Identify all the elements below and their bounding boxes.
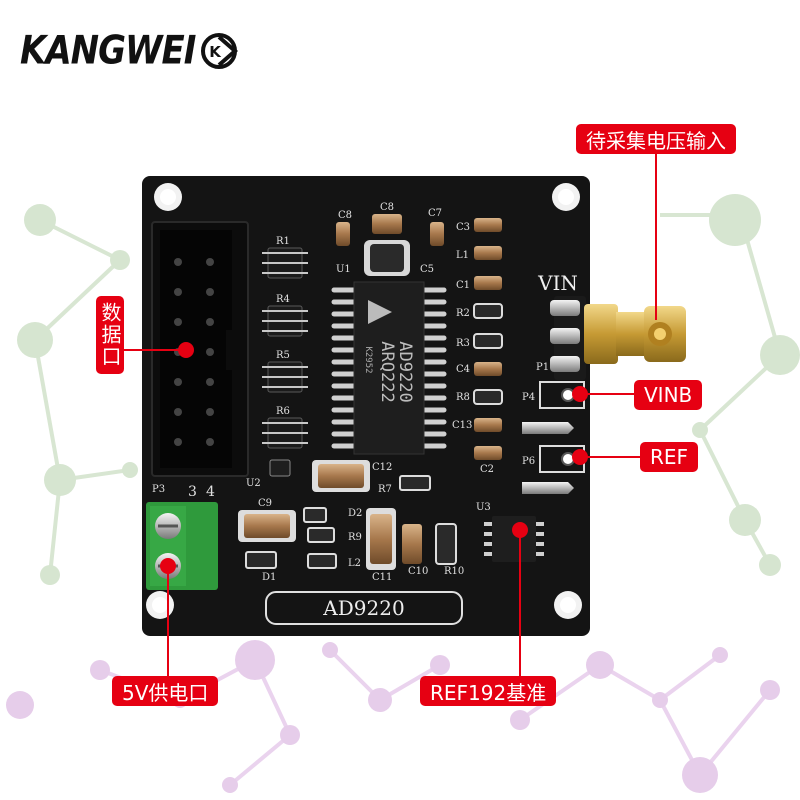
label-u2: U2: [246, 478, 261, 489]
label-c10: C10: [408, 566, 428, 577]
label-p3: P3: [152, 484, 165, 495]
callout-ref192-text: REF192基准: [430, 680, 547, 705]
chip-marking-line1: AD9220: [395, 341, 415, 402]
callout-analog-input-text: 待采集电压输入: [586, 128, 726, 153]
resistor-array-pins: [262, 252, 308, 444]
callout-power-text: 5V供电口: [122, 680, 209, 705]
label-c9: C9: [258, 498, 272, 509]
label-r9: R9: [348, 532, 362, 543]
callout-ref-text: REF: [650, 445, 689, 469]
label-d1: D1: [262, 572, 276, 583]
label-u3: U3: [476, 502, 491, 513]
right-passives: [473, 218, 503, 460]
label-r1: R1: [276, 236, 290, 247]
mounting-holes: [146, 183, 582, 619]
brand-mark-icon: K: [201, 33, 239, 69]
label-r3: R3: [456, 338, 470, 349]
callout-power: 5V供电口: [112, 676, 219, 706]
callout-ref192: REF192基准: [420, 676, 557, 706]
chip-marking-line2: ARQ222: [377, 341, 397, 402]
label-c5: C5: [420, 264, 434, 275]
ref192-chip: [484, 516, 544, 562]
label-r7: R7: [378, 484, 392, 495]
chip-marking-code: K2952: [363, 346, 373, 373]
label-c2: C2: [480, 464, 494, 475]
label-c13: C13: [452, 420, 472, 431]
brand-logo: KANGWEI K: [20, 26, 239, 76]
label-d2: D2: [348, 508, 362, 519]
sma-connector: [550, 296, 686, 380]
label-r4: R4: [276, 294, 290, 305]
label-c3: C3: [456, 222, 470, 233]
label-l1: L1: [456, 250, 469, 261]
label-l2: L2: [348, 558, 361, 569]
label-c8-top: C8: [380, 202, 394, 213]
callout-leader-lines: [124, 152, 657, 676]
lower-components: [238, 459, 457, 570]
label-c4: C4: [456, 364, 470, 375]
label-c12: C12: [372, 462, 392, 473]
top-capacitors: [336, 214, 444, 276]
label-r2: R2: [456, 308, 470, 319]
label-pin3: 3: [188, 484, 197, 500]
brand-name: KANGWEI: [20, 28, 196, 74]
label-c11: C11: [372, 572, 392, 583]
label-r10: R10: [444, 566, 464, 577]
callout-analog-input: 待采集电压输入: [576, 124, 736, 154]
callout-data-port: 数据口: [96, 296, 124, 374]
label-c1: C1: [456, 280, 470, 291]
board-name-plate: [265, 591, 463, 625]
label-p1: P1: [536, 362, 549, 373]
label-r6: R6: [276, 406, 290, 417]
label-c7: C7: [428, 208, 442, 219]
board-name: AD9220: [322, 596, 404, 620]
brand-mark-letter: K: [210, 43, 223, 61]
label-r8: R8: [456, 392, 470, 403]
label-r5: R5: [276, 350, 290, 361]
label-p6: P6: [522, 456, 535, 467]
label-c8-left: C8: [338, 210, 352, 221]
label-u1: U1: [336, 264, 351, 275]
label-p4: P4: [522, 392, 535, 403]
callout-vinb-text: VINB: [644, 383, 693, 407]
vin-label: VIN: [537, 271, 578, 295]
power-terminal-block: [146, 502, 218, 590]
callout-vinb: VINB: [634, 380, 703, 410]
callout-data-port-text: 数据口: [98, 302, 122, 368]
label-pin4: 4: [206, 484, 215, 500]
callout-ref: REF: [640, 442, 699, 472]
ad9220-chip: [331, 281, 447, 455]
